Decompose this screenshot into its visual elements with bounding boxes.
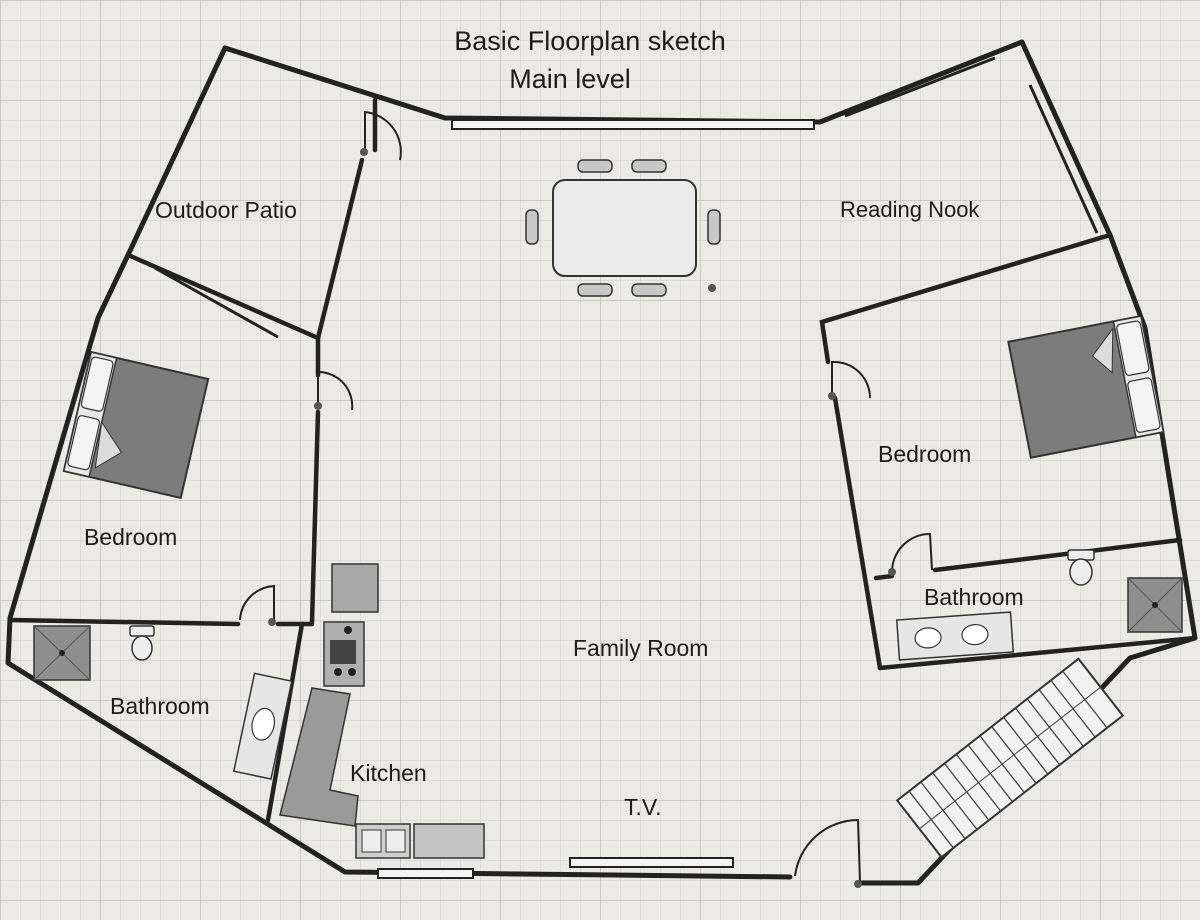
door-knob-icons <box>268 148 896 888</box>
door-swing-icon <box>239 110 933 883</box>
shower-icon <box>1127 577 1183 633</box>
label-reading-nook: Reading Nook <box>840 197 980 222</box>
toilet-icon <box>129 625 155 661</box>
title-line-1: Basic Floorplan sketch <box>454 26 726 56</box>
dining-table-icon <box>525 159 721 297</box>
sink-icon <box>232 672 293 780</box>
label-kitchen: Kitchen <box>350 760 427 786</box>
kitchen-counter <box>279 563 379 827</box>
sink-icon <box>895 611 1015 661</box>
toilet-icon <box>1067 549 1095 586</box>
title-line-2: Main level <box>509 64 631 94</box>
label-outdoor-patio: Outdoor Patio <box>155 197 297 223</box>
window-icon <box>377 119 815 879</box>
label-family-room: Family Room <box>573 635 708 661</box>
bed-icon <box>1007 314 1165 459</box>
dishwasher <box>413 823 485 859</box>
label-tv: T.V. <box>624 794 662 820</box>
label-bathroom-right: Bathroom <box>924 584 1024 610</box>
label-bathroom-left: Bathroom <box>110 693 210 719</box>
sink-icon <box>355 823 411 859</box>
label-bedroom-left: Bedroom <box>84 524 177 550</box>
label-bedroom-right: Bedroom <box>878 441 971 467</box>
bed-icon <box>62 350 210 500</box>
stairs-icon <box>895 657 1125 859</box>
shower-icon <box>33 625 91 681</box>
window-icon <box>154 56 1099 339</box>
stove-icon <box>323 621 365 687</box>
interior-walls <box>7 97 1198 823</box>
